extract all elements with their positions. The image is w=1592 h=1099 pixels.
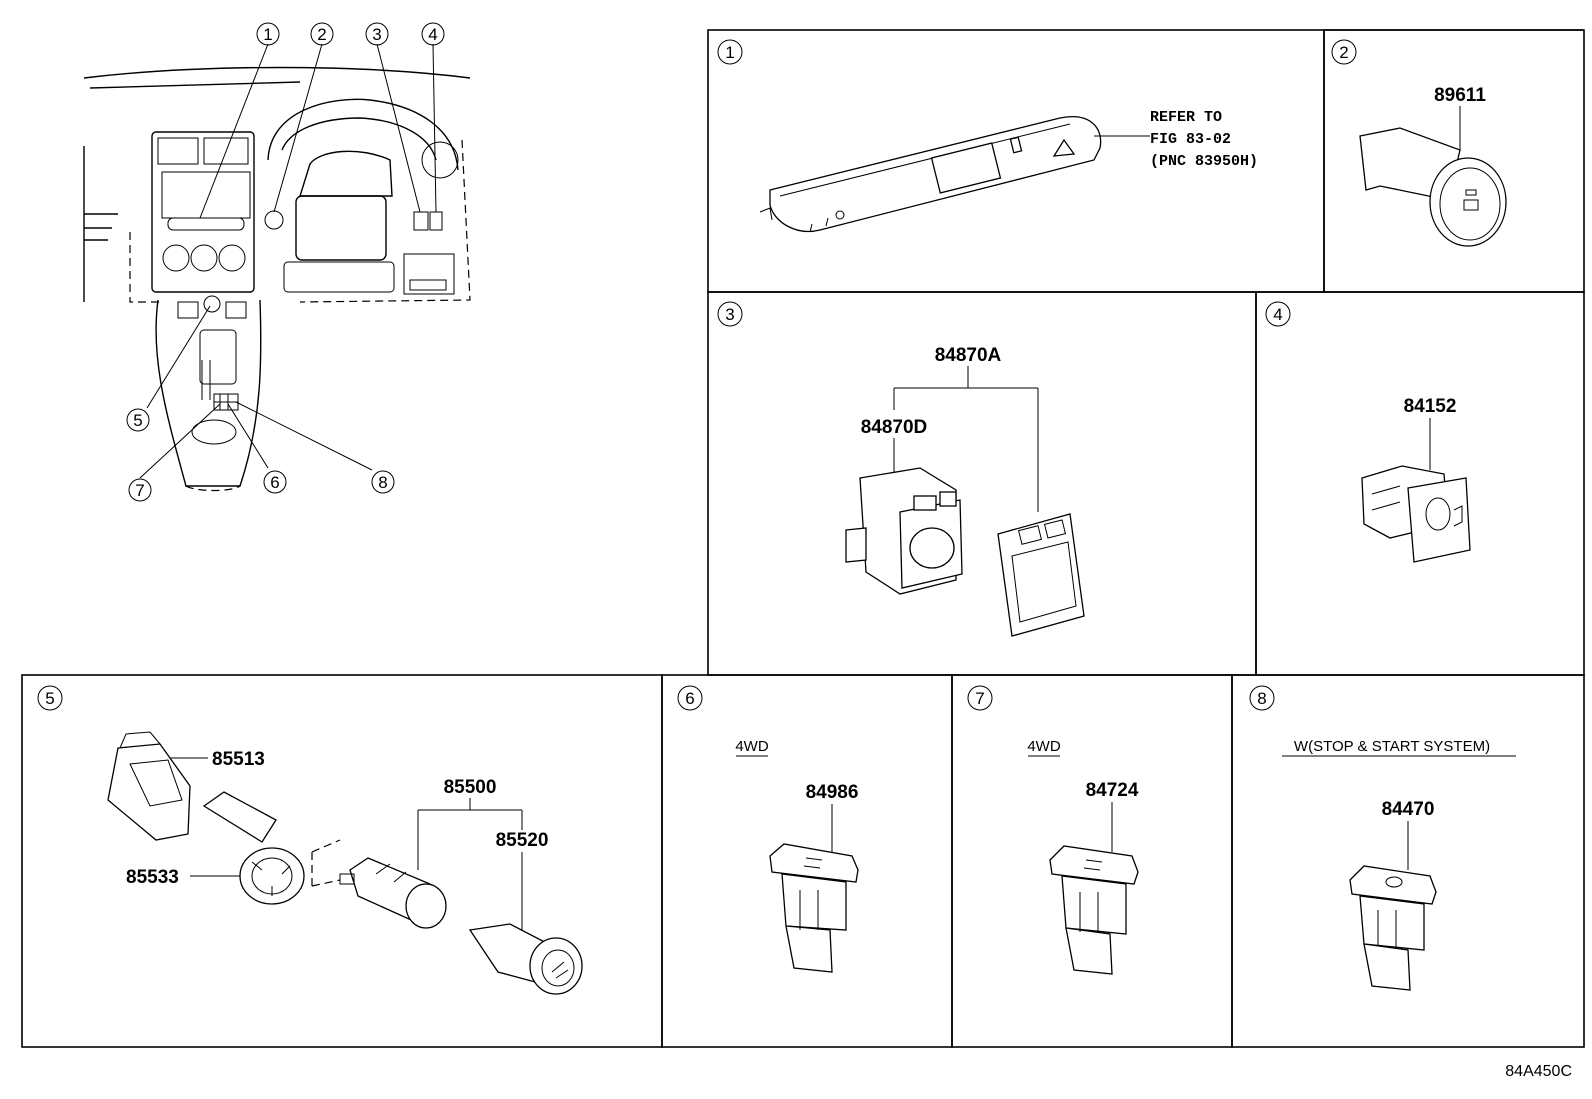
panel-8-number: 8 xyxy=(1257,689,1266,708)
part-84470-label: 84470 xyxy=(1382,799,1435,820)
panel-8-condition: W(STOP & START SYSTEM) xyxy=(1294,738,1490,755)
part-84870D-label: 84870D xyxy=(861,417,928,438)
cigarette-lighter-plug-illustration xyxy=(468,923,583,995)
part-85520-label: 85520 xyxy=(496,830,549,851)
stop-start-switch-illustration xyxy=(1349,865,1437,991)
engine-start-switch-illustration xyxy=(1359,127,1507,247)
callout-2-label: 2 xyxy=(317,25,326,44)
socket-holder-illustration xyxy=(107,731,191,841)
panel-8: 8 W(STOP & START SYSTEM) 84470 xyxy=(1249,685,1516,991)
callout-1-label: 1 xyxy=(263,25,272,44)
callout-6: 6 xyxy=(263,470,287,494)
socket-alignment-dash xyxy=(311,839,341,887)
panel-4-number: 4 xyxy=(1273,305,1282,324)
callout-8: 8 xyxy=(371,470,395,494)
callout-4-label: 4 xyxy=(428,25,437,44)
callout-5-label: 5 xyxy=(133,411,142,430)
callout-6-label: 6 xyxy=(270,473,279,492)
callout-7-label: 7 xyxy=(135,481,144,500)
part-84724-label: 84724 xyxy=(1086,780,1139,801)
part-85500-bracket xyxy=(417,798,523,870)
part-85500-label: 85500 xyxy=(444,777,497,798)
callout-8-label: 8 xyxy=(378,473,387,492)
hazard-switch-panel-illustration xyxy=(759,116,1102,233)
part-84152-label: 84152 xyxy=(1404,396,1457,417)
part-84870A-label: 84870A xyxy=(935,345,1002,366)
retainer-illustration xyxy=(202,791,305,905)
panel-3: 3 84870A 84870D xyxy=(717,301,1085,637)
panel-1-number: 1 xyxy=(725,43,734,62)
4wd-switch-84724-illustration xyxy=(1049,845,1139,975)
panel-6-number: 6 xyxy=(685,689,694,708)
headlamp-leveling-switch-illustration xyxy=(1361,465,1471,563)
panel-7-condition: 4WD xyxy=(1027,738,1061,755)
figure-reference-code: 84A450C xyxy=(1505,1063,1572,1080)
panel-2-number: 2 xyxy=(1339,43,1348,62)
cigarette-lighter-socket-illustration xyxy=(339,857,447,929)
refer-note-line-3: (PNC 83950H) xyxy=(1150,153,1258,170)
callout-1: 1 xyxy=(256,22,280,46)
panel-4: 4 84152 xyxy=(1265,301,1471,563)
panel-3-number: 3 xyxy=(725,305,734,324)
overview-callouts: 1 2 3 4 5 6 7 8 xyxy=(126,22,445,502)
panel-7: 7 4WD 84724 xyxy=(967,685,1139,975)
dashboard-overview xyxy=(83,43,471,492)
mirror-switch-illustration xyxy=(845,467,963,595)
callout-3: 3 xyxy=(365,22,389,46)
switch-bezel-illustration xyxy=(997,513,1085,637)
panel-1: 1 REFER TO FIG 83-02 (PNC 83950H) xyxy=(717,39,1258,233)
4wd-switch-84986-illustration xyxy=(769,843,859,973)
assembly-bracket xyxy=(893,366,1039,512)
part-85533-label: 85533 xyxy=(126,867,179,888)
panel-6: 6 4WD 84986 xyxy=(677,685,859,973)
panel-5-number: 5 xyxy=(45,689,54,708)
panel-7-number: 7 xyxy=(975,689,984,708)
callout-7: 7 xyxy=(128,478,152,502)
callout-5: 5 xyxy=(126,408,150,432)
panel-2: 2 89611 xyxy=(1331,39,1507,247)
callout-4: 4 xyxy=(421,22,445,46)
refer-note-line-2: FIG 83-02 xyxy=(1150,131,1231,148)
part-84986-label: 84986 xyxy=(806,782,859,803)
callout-3-label: 3 xyxy=(372,25,381,44)
callout-2: 2 xyxy=(310,22,334,46)
panel-5: 5 85513 85533 85500 85520 xyxy=(37,685,583,995)
part-89611-label: 89611 xyxy=(1434,85,1486,106)
panel-frames xyxy=(21,29,1585,1048)
part-85513-label: 85513 xyxy=(212,749,265,770)
refer-note-line-1: REFER TO xyxy=(1150,109,1222,126)
panel-6-condition: 4WD xyxy=(735,738,769,755)
